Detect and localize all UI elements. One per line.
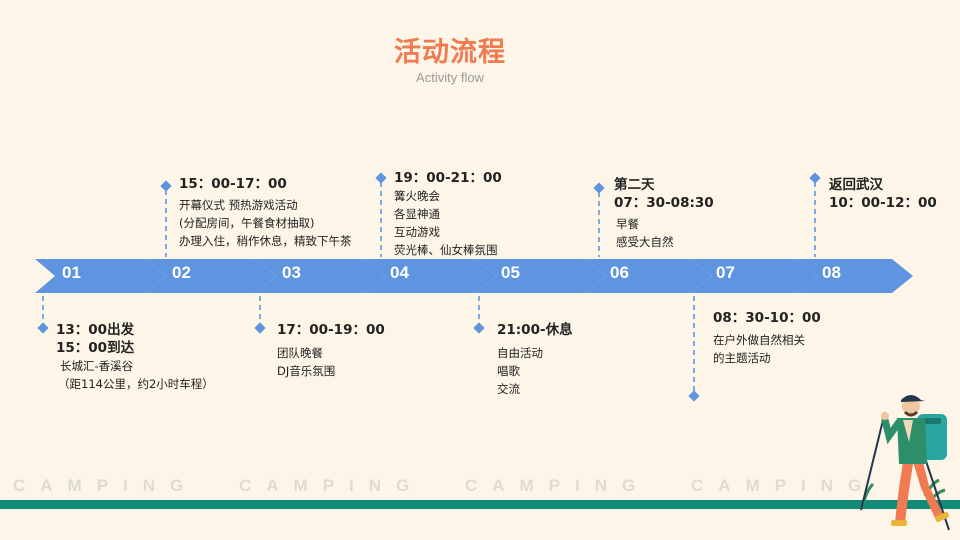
page-title: 活动流程 (394, 37, 506, 68)
note-04-line: 荧光棒、仙女棒氛围 (394, 243, 498, 257)
note-07-line: 在户外做自然相关 (713, 333, 805, 347)
note-07-line: 的主题活动 (713, 351, 771, 365)
note-05-line: 自由活动 (497, 346, 543, 360)
marker-diamond (809, 172, 821, 184)
note-02-line: 办理入住，稍作休息，精致下午茶 (179, 234, 352, 248)
marker-diamond (254, 322, 266, 334)
note-02: 15：00-17：00 开幕仪式 预热游戏活动 (分配房间，午餐食材抽取) 办理… (179, 175, 352, 250)
step-number-03: 03 (282, 263, 301, 282)
step-number-04: 04 (390, 263, 409, 282)
note-03: 17：00-19：00 团队晚餐 DJ音乐氛围 (277, 321, 385, 380)
note-01-heading: 13：00出发 (56, 322, 135, 338)
note-02-line: (分配房间，午餐食材抽取) (179, 216, 315, 230)
note-04-heading: 19：00-21：00 (394, 170, 502, 186)
marker-diamond (37, 322, 49, 334)
timeline-segment (255, 259, 387, 293)
camping-watermark: CAMPING (239, 476, 425, 495)
marker-diamond (473, 322, 485, 334)
note-03-line: DJ音乐氛围 (277, 364, 336, 378)
timeline-segment (35, 259, 167, 293)
note-02-heading: 15：00-17：00 (179, 176, 287, 192)
footer-stripe (0, 500, 960, 509)
step-number-05: 05 (501, 263, 520, 282)
note-08-heading-2: 10：00-12：00 (829, 195, 937, 211)
step-number-08: 08 (822, 263, 841, 282)
hiker-illustration (860, 395, 950, 531)
step-number-07: 07 (716, 263, 735, 282)
timeline-segment (145, 259, 277, 293)
marker-diamond (688, 390, 700, 402)
note-01-line: 长城汇-香溪谷 (60, 359, 134, 373)
step-number-01: 01 (62, 263, 81, 282)
note-02-line: 开幕仪式 预热游戏活动 (179, 198, 298, 212)
step-number-06: 06 (610, 263, 629, 282)
note-04-line: 篝火晚会 (394, 189, 440, 203)
note-03-heading: 17：00-19：00 (277, 322, 385, 338)
note-04-line: 互动游戏 (394, 225, 440, 239)
marker-diamond (160, 180, 172, 192)
step-number-02: 02 (172, 263, 191, 282)
note-04: 19：00-21：00 篝火晚会 各显神通 互动游戏 荧光棒、仙女棒氛围 (394, 169, 502, 259)
marker-diamond (593, 182, 605, 194)
note-05: 21:00-休息 自由活动 唱歌 交流 (497, 321, 573, 398)
note-08-heading: 返回武汉 (829, 177, 883, 193)
note-01: 13：00出发 15：00到达 长城汇-香溪谷 （距114公里，约2小时车程） (56, 321, 214, 393)
note-06-heading-2: 07：30-08:30 (614, 195, 714, 211)
marker-diamond (375, 172, 387, 184)
timeline-segment (585, 259, 712, 293)
note-06-line: 感受大自然 (616, 235, 674, 249)
note-05-line: 唱歌 (497, 364, 520, 378)
timeline-segment (690, 259, 819, 293)
camping-watermark: CAMPING (691, 476, 877, 495)
note-07-heading: 08：30-10：00 (713, 310, 821, 326)
note-03-line: 团队晚餐 (277, 346, 323, 360)
note-05-heading: 21:00-休息 (497, 322, 573, 338)
note-05-line: 交流 (497, 382, 520, 396)
camping-watermark: CAMPING (465, 476, 651, 495)
note-01-line: （距114公里，约2小时车程） (58, 377, 214, 391)
camping-watermark: CAMPING (13, 476, 199, 495)
note-06: 第二天 07：30-08:30 早餐 感受大自然 (614, 176, 714, 251)
timeline-segment (797, 259, 913, 293)
note-08: 返回武汉 10：00-12：00 (829, 176, 937, 212)
note-06-heading: 第二天 (614, 177, 655, 193)
note-01-heading-2: 15：00到达 (56, 340, 135, 356)
note-06-line: 早餐 (616, 217, 639, 231)
page-subtitle: Activity flow (416, 70, 484, 85)
timeline-segment (475, 259, 607, 293)
note-04-line: 各显神通 (394, 207, 440, 221)
note-07: 08：30-10：00 在户外做自然相关 的主题活动 (713, 309, 821, 367)
timeline-segment (365, 259, 497, 293)
